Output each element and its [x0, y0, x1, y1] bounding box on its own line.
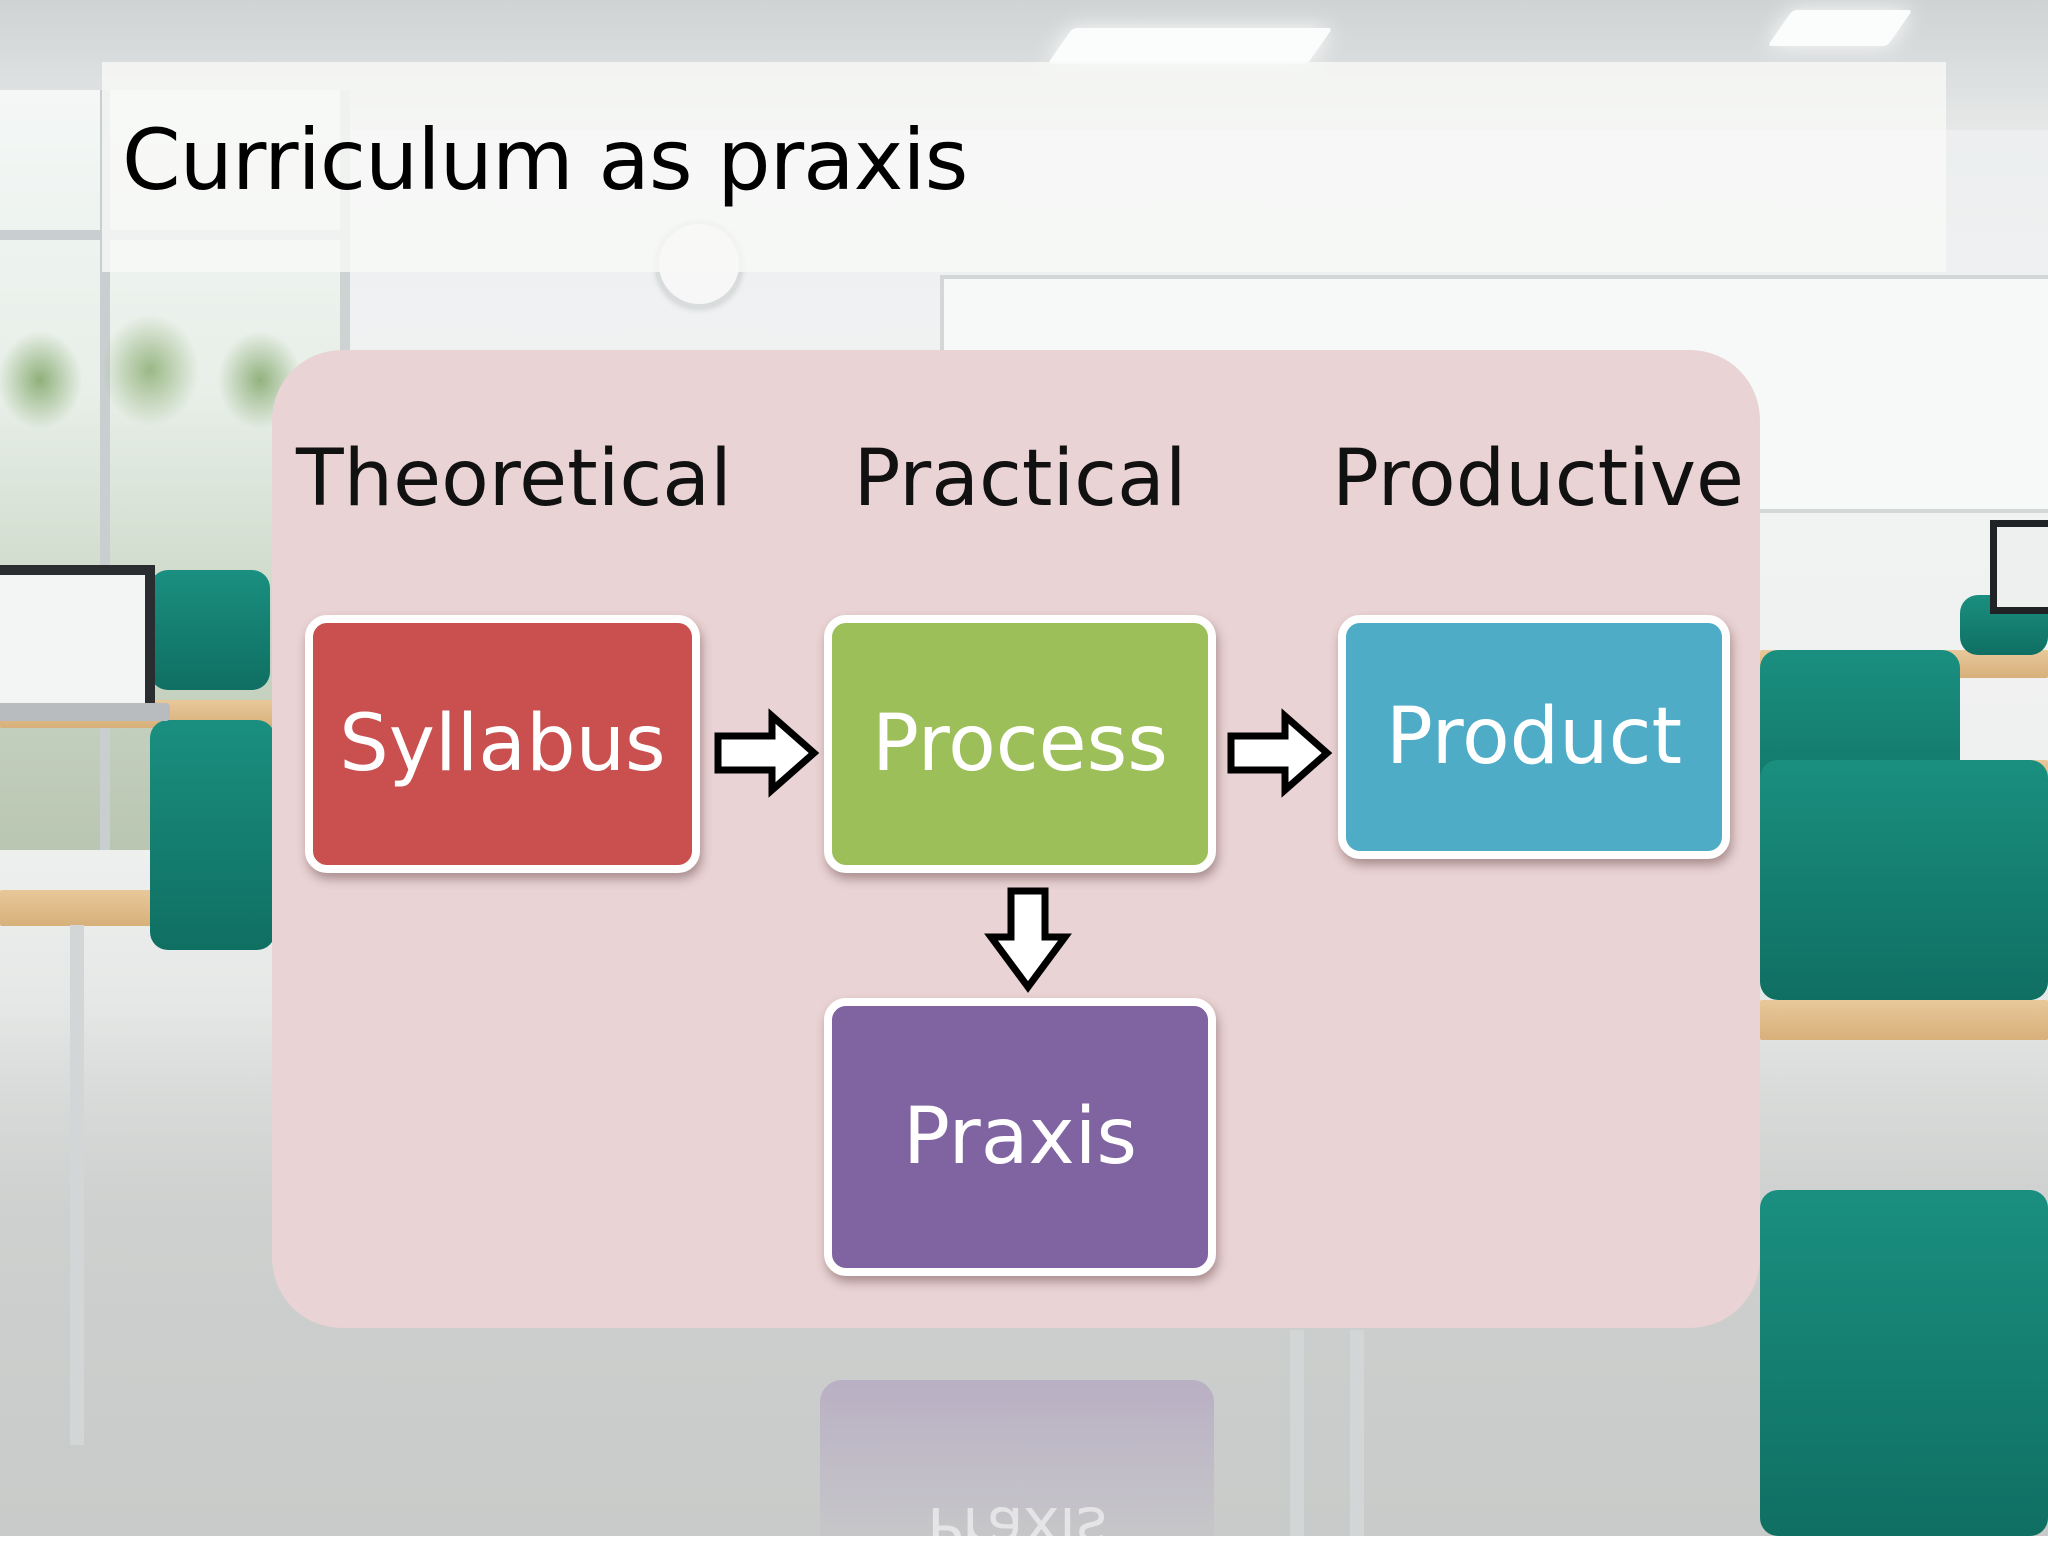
ceiling-light — [1767, 10, 1913, 46]
node-syllabus-label: Syllabus — [339, 699, 666, 789]
node-syllabus: Syllabus — [305, 615, 700, 873]
node-praxis: Praxis — [824, 998, 1216, 1276]
laptop-base — [0, 703, 170, 721]
laptop-screen — [0, 565, 155, 715]
chair — [1760, 760, 2048, 1000]
title-banner — [102, 62, 1946, 272]
header-productive: Productive — [1332, 434, 1744, 524]
desk — [1760, 1000, 2048, 1040]
chair — [150, 570, 270, 690]
page-title: Curriculum as praxis — [122, 111, 968, 209]
header-practical: Practical — [853, 434, 1187, 524]
praxis-reflection-text: Praxis — [927, 1493, 1107, 1563]
chair — [150, 720, 275, 950]
arrow-process-to-product — [1227, 708, 1333, 798]
arrow-process-to-praxis — [984, 887, 1072, 993]
node-product: Product — [1338, 615, 1730, 859]
node-product-label: Product — [1385, 692, 1683, 782]
desk — [0, 890, 175, 926]
desk-leg — [1290, 1330, 1304, 1536]
ceiling-light — [1047, 28, 1333, 64]
arrow-syllabus-to-process — [714, 708, 820, 798]
node-process-label: Process — [872, 699, 1168, 789]
praxis-reflection: Praxis — [820, 1380, 1214, 1563]
desk-leg — [70, 925, 84, 1445]
header-theoretical: Theoretical — [296, 434, 732, 524]
node-praxis-label: Praxis — [903, 1092, 1137, 1182]
chair — [1760, 1190, 2048, 1536]
monitor — [1990, 520, 2048, 614]
desk-leg — [1350, 1330, 1364, 1536]
node-process: Process — [824, 615, 1216, 873]
